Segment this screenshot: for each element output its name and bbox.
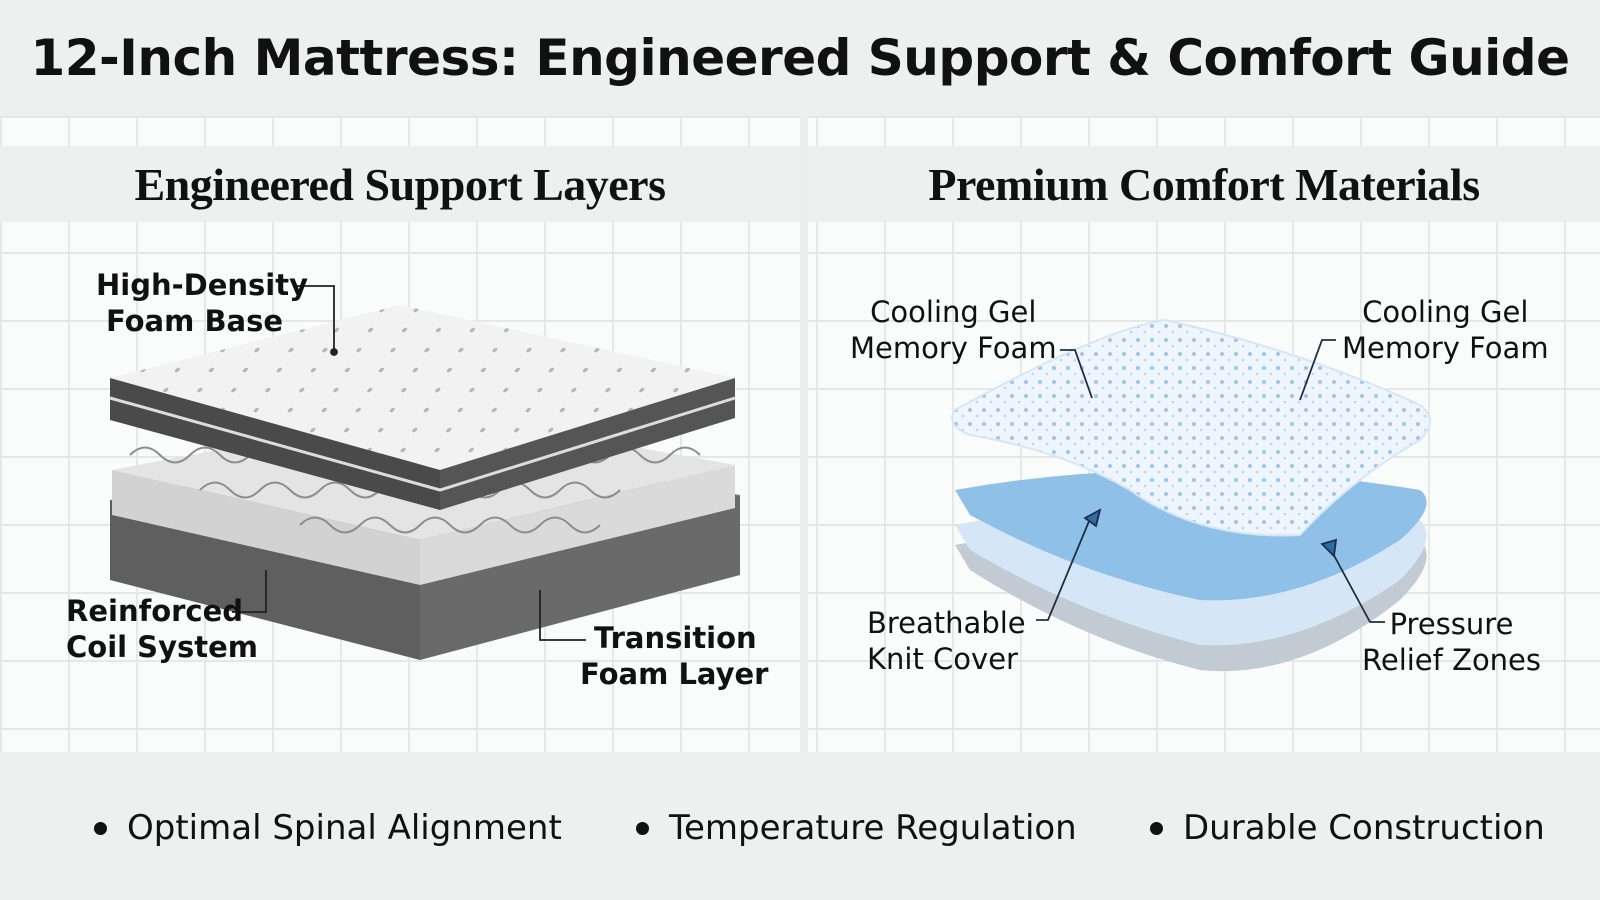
bullet-icon — [636, 821, 649, 835]
label-cooling-gel-memory-foam-left: Cooling Gel Memory Foam — [850, 294, 1057, 366]
label-line: Cooling Gel — [1362, 295, 1529, 329]
label-line: Cooling Gel — [870, 295, 1037, 329]
label-line: Memory Foam — [1342, 331, 1549, 365]
right-callout-lines — [1036, 339, 1385, 623]
page-title: 12-Inch Mattress: Engineered Support & C… — [30, 29, 1570, 87]
label-line: Reinforced — [66, 594, 244, 628]
label-line: Breathable — [867, 606, 1026, 640]
label-reinforced-coil-system: Reinforced Coil System — [66, 593, 258, 665]
benefit-label: Temperature Regulation — [669, 808, 1077, 848]
benefit-item: Durable Construction — [1150, 808, 1545, 848]
panel-divider — [800, 116, 808, 752]
right-panel-heading: Premium Comfort Materials — [928, 158, 1480, 210]
label-line: Foam Layer — [580, 657, 769, 691]
label-line: Transition — [594, 621, 757, 655]
title-banner: 12-Inch Mattress: Engineered Support & C… — [0, 0, 1600, 116]
label-transition-foam-layer: Transition Foam Layer — [580, 620, 768, 692]
label-line: High-Density — [96, 268, 309, 302]
label-line: Foam Base — [106, 304, 284, 338]
label-line: Memory Foam — [850, 331, 1057, 365]
right-panel-header: Premium Comfort Materials — [808, 146, 1600, 222]
benefit-item: Temperature Regulation — [636, 808, 1077, 848]
label-line: Pressure — [1389, 607, 1514, 641]
label-pressure-relief-zones: Pressure Relief Zones — [1362, 606, 1541, 678]
label-cooling-gel-memory-foam-right: Cooling Gel Memory Foam — [1342, 294, 1549, 366]
left-panel-heading: Engineered Support Layers — [134, 158, 666, 210]
label-line: Relief Zones — [1362, 643, 1542, 677]
label-breathable-knit-cover: Breathable Knit Cover — [867, 605, 1026, 677]
label-line: Knit Cover — [867, 642, 1018, 676]
benefit-label: Durable Construction — [1183, 808, 1545, 848]
label-high-density-foam-base: High-Density Foam Base — [96, 267, 308, 339]
comfort-layers-illustration — [951, 318, 1431, 672]
bullet-icon — [1150, 821, 1163, 835]
left-panel-header: Engineered Support Layers — [0, 146, 800, 222]
label-line: Coil System — [66, 630, 258, 664]
left-callout-lines — [232, 285, 586, 641]
benefit-item: Optimal Spinal Alignment — [94, 808, 562, 848]
benefits-bar — [0, 752, 1600, 900]
benefit-label: Optimal Spinal Alignment — [127, 808, 562, 848]
bullet-icon — [94, 821, 107, 835]
top-mattress — [109, 305, 736, 510]
